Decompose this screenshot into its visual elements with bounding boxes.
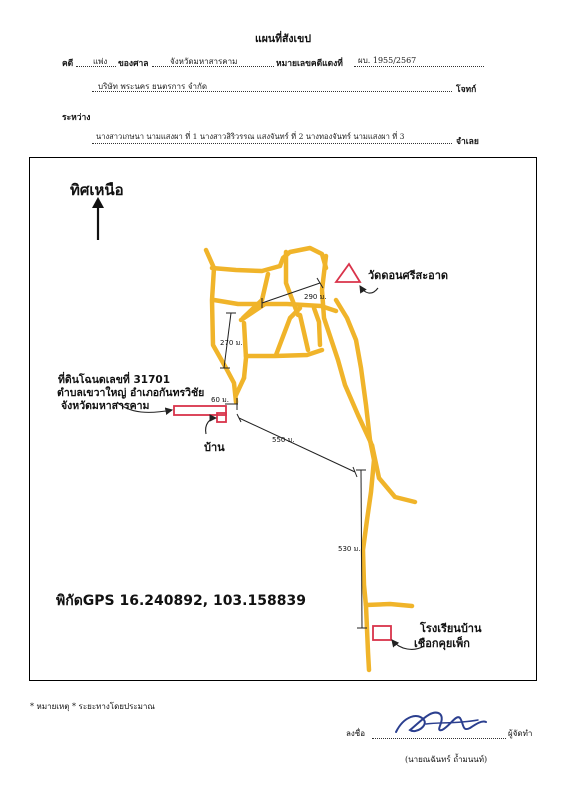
between-label: ระหว่าง: [62, 113, 91, 123]
dotted-line: [92, 143, 452, 144]
handwritten-signature: [395, 711, 487, 733]
dotted-line: [76, 66, 116, 67]
road-network: [203, 245, 418, 673]
land-plot-marker: [173, 405, 227, 416]
school-marker-icon: [372, 625, 392, 641]
land-label-line3: จังหวัดมหาสารคาม: [61, 400, 150, 412]
distance-label-550: 550 ม.: [272, 436, 295, 444]
document-title: แผนที่สังเขป: [255, 33, 311, 45]
map-frame: [29, 157, 537, 681]
land-label-line1: ที่ดินโฉนดเลขที่ 31701: [58, 374, 171, 386]
land-pointer-arrow: [116, 401, 174, 415]
defendant-label: จำเลย: [456, 137, 479, 147]
sign-label: ลงชื่อ: [346, 729, 366, 738]
case-label: คดี: [62, 59, 74, 69]
court-name: จังหวัดมหาสารคาม: [170, 57, 238, 66]
house-pointer-arrow: [205, 414, 218, 435]
temple-pointer-arrow: [359, 285, 379, 294]
school-pointer-arrow: [391, 639, 425, 650]
plaintiff-name: บริษัท พระนคร ยนตรการ จำกัด: [98, 82, 208, 91]
signature-line: [372, 738, 506, 739]
land-label-line2: ตำบลเขวาใหญ่ อำเภอกันทรวิชัย: [57, 387, 205, 399]
distance-note: * หมายเหตุ * ระยะทางโดยประมาณ: [30, 702, 155, 711]
case-type: แพ่ง: [93, 57, 108, 66]
house-label: บ้าน: [204, 441, 225, 454]
north-arrow-icon: [92, 197, 104, 240]
distance-label-290: 290 ม.: [304, 293, 327, 301]
signer-role: ผู้จัดทำ: [508, 729, 533, 738]
dotted-line: [152, 66, 274, 67]
temple-marker-icon: [334, 262, 362, 283]
north-label: ทิศเหนือ: [70, 181, 124, 199]
school-label-line1: โรงเรียนบ้าน: [420, 622, 482, 635]
gps-coordinates: พิกัดGPS 16.240892, 103.158839: [56, 593, 306, 609]
distance-lines: [220, 277, 367, 629]
school-label-line2: เชือกคุยเพ็ก: [414, 637, 470, 650]
defendants-names: นางสาวเกษนา นามแสงผา ที่ 1 นางสาวสิริวรร…: [96, 132, 405, 141]
case-number: ผบ. 1955/2567: [358, 56, 417, 65]
distance-label-530: 530 ม.: [338, 545, 361, 553]
court-label: ของศาล: [118, 59, 149, 69]
distance-label-60: 60 ม.: [211, 396, 229, 404]
distance-label-270: 270 ม.: [220, 339, 243, 347]
dotted-line: [354, 66, 484, 67]
signer-name: (นายณฉันทร์ ถ้ำมนนท์): [405, 755, 488, 764]
temple-label: วัดดอนศรีสะอาด: [368, 269, 449, 282]
black-no-label: หมายเลขคดีแดงที่: [276, 59, 343, 69]
dotted-line: [92, 91, 452, 92]
plaintiff-label: โจทก์: [456, 85, 477, 95]
